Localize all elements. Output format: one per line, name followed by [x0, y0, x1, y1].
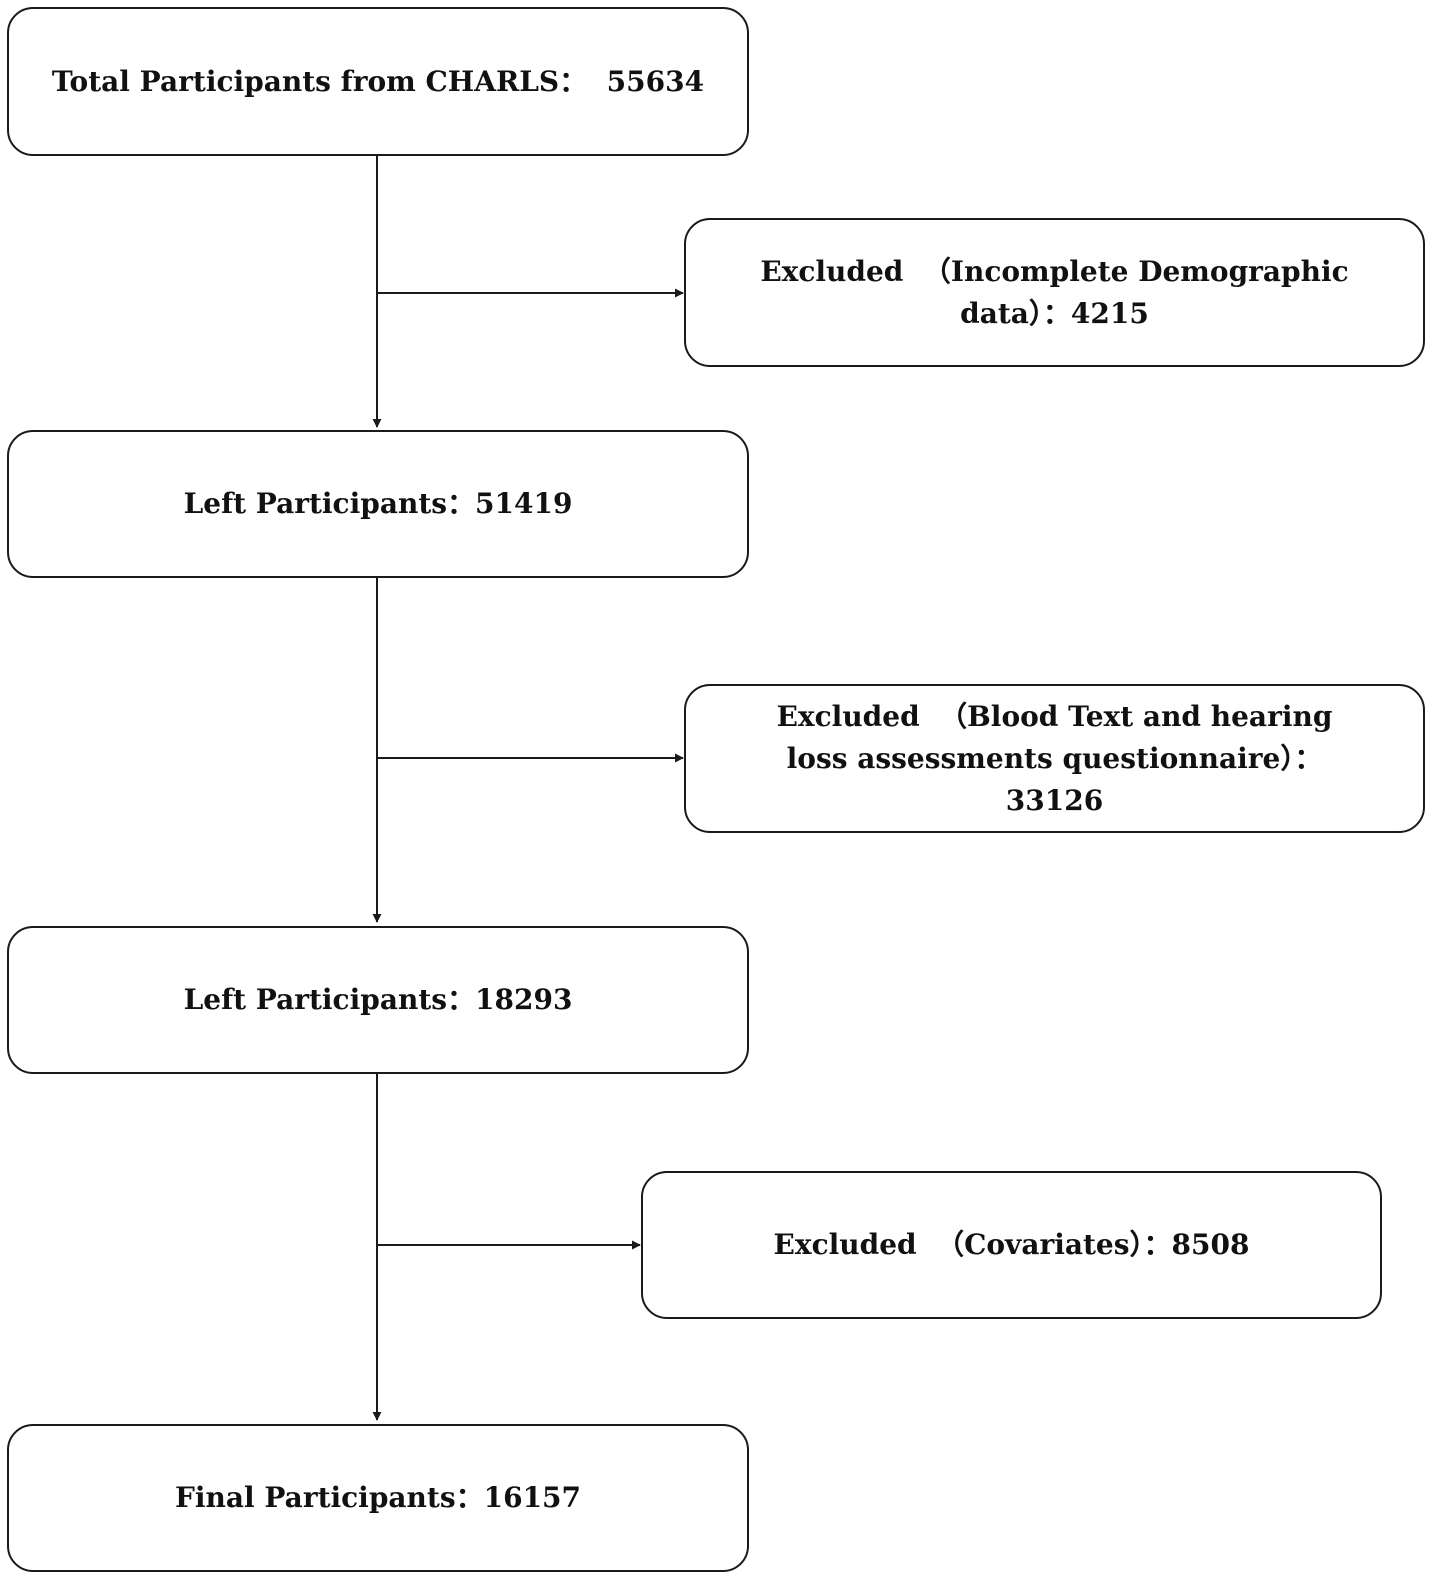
left-participants-label-1: Left Participants：51419 — [183, 487, 573, 520]
left-participants-label-2: Left Participants：18293 — [183, 983, 573, 1016]
excluded-covariates-box: Excluded （Covariates）：8508 — [641, 1171, 1382, 1319]
total-participants-label: Total Participants from CHARLS： 55634 — [51, 64, 705, 98]
excluded-demographic-label: Excluded （Incomplete Demographic data）：4… — [760, 254, 1359, 330]
left-participants-box-1: Left Participants：51419 — [7, 430, 749, 578]
excluded-blood-hearing-box: Excluded （Blood Text and hearing loss as… — [684, 684, 1425, 833]
left-participants-box-2: Left Participants：18293 — [7, 926, 749, 1074]
excluded-demographic-box: Excluded （Incomplete Demographic data）：4… — [684, 218, 1425, 367]
final-participants-label: Final Participants：16157 — [174, 1481, 582, 1514]
final-participants-box: Final Participants：16157 — [7, 1424, 749, 1572]
excluded-blood-hearing-label: Excluded （Blood Text and hearing loss as… — [776, 699, 1343, 817]
total-participants-box: Total Participants from CHARLS： 55634 — [7, 7, 749, 156]
excluded-covariates-label: Excluded （Covariates）：8508 — [773, 1228, 1250, 1261]
